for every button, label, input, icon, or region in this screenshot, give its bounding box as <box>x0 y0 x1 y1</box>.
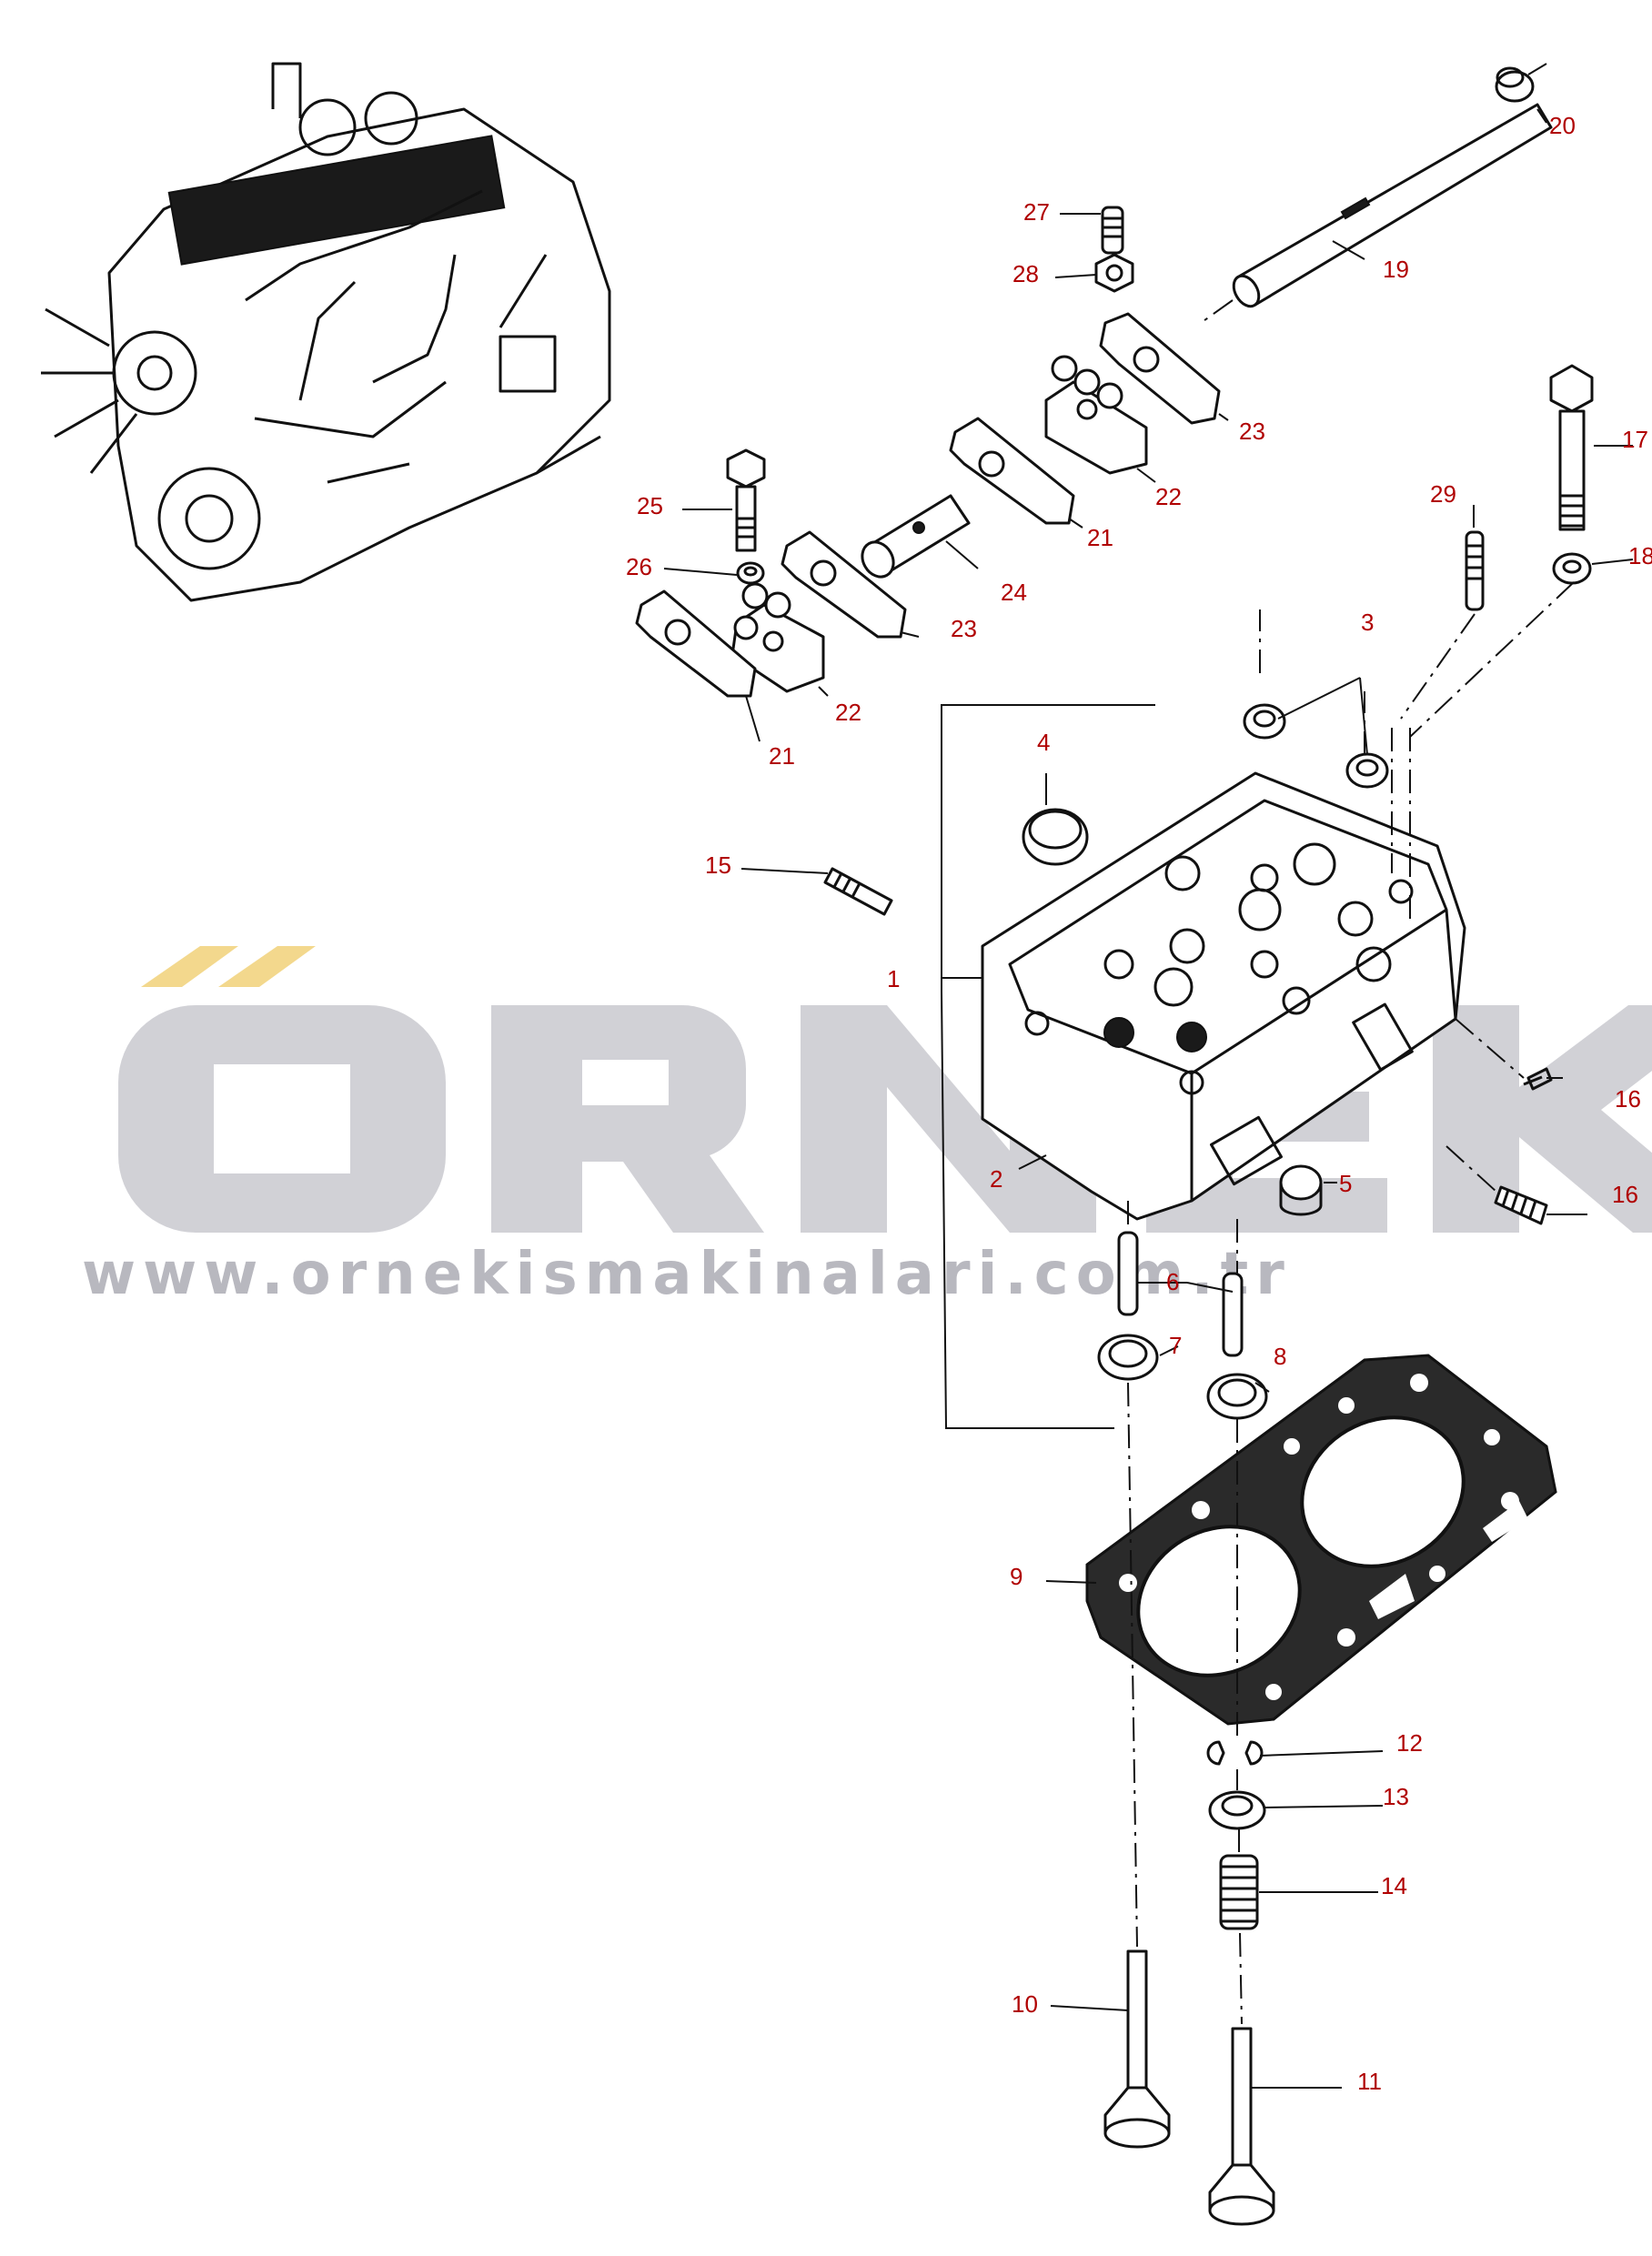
assembly-group-bracket <box>941 704 1155 1429</box>
cup-plug <box>1022 808 1089 866</box>
callout-1: 1 <box>887 965 900 992</box>
engine-thumbnail-illustration <box>41 62 611 602</box>
callout-28: 28 <box>1012 260 1039 287</box>
callout-14: 14 <box>1381 1872 1407 1899</box>
rocker-arm-upper-left <box>949 417 1075 525</box>
assembly-axis-lines <box>1127 728 1411 2025</box>
callout-19: 19 <box>1383 256 1409 283</box>
watermark: www.ornekismakinalari.com.tr <box>82 946 1652 1308</box>
exhaust-valve <box>1208 2027 1275 2226</box>
callout-16a: 16 <box>1615 1085 1641 1113</box>
exhaust-stud <box>823 867 893 916</box>
callout-12: 12 <box>1396 1729 1423 1757</box>
valve-guide-b <box>1222 1272 1244 1357</box>
rocker-bracket-upper <box>1044 355 1148 475</box>
valve-seat-insert-b <box>1206 1373 1268 1420</box>
cylinder-head <box>981 771 1466 1221</box>
callout-21b: 21 <box>769 742 795 770</box>
callout-18: 18 <box>1628 542 1652 569</box>
threaded-stud <box>1494 1185 1548 1225</box>
intake-valve <box>1103 1949 1171 2149</box>
spring-retainer <box>1208 1790 1266 1830</box>
cylinder-head-gasket <box>1085 1354 1557 1726</box>
callout-13: 13 <box>1383 1783 1409 1810</box>
valve-seal-ring-a <box>1243 703 1286 740</box>
shaft-plug <box>1495 66 1535 103</box>
callout-8: 8 <box>1274 1343 1286 1370</box>
valve-seal-ring-b <box>1345 752 1389 789</box>
callout-23a: 23 <box>1239 418 1265 445</box>
callout-22a: 22 <box>1155 483 1182 510</box>
callout-3: 3 <box>1361 609 1374 636</box>
callout-10: 10 <box>1012 1990 1038 2018</box>
lock-nut <box>1094 253 1134 293</box>
watermark-url: www.ornekismakinalari.com.tr <box>82 1241 1292 1308</box>
valve-seat-insert-a <box>1097 1334 1159 1381</box>
callout-15: 15 <box>705 851 731 879</box>
valve-keepers <box>1206 1740 1264 1766</box>
callout-20: 20 <box>1549 112 1576 139</box>
watermark-logo <box>118 946 1652 1233</box>
rocker-shaft <box>1232 103 1553 308</box>
callout-26: 26 <box>626 553 652 580</box>
callout-25: 25 <box>637 492 663 519</box>
callout-16b: 16 <box>1612 1181 1638 1208</box>
stud <box>1465 530 1485 611</box>
rocker-arm-lower-left <box>635 589 757 698</box>
callout-23b: 23 <box>951 615 977 642</box>
callout-6: 6 <box>1166 1268 1179 1295</box>
bolt-washer <box>736 561 765 585</box>
cylinder-head-bolt <box>1549 364 1594 531</box>
valve-guide-a <box>1117 1231 1139 1316</box>
callout-labels: 1 2 3 4 5 6 7 8 9 10 11 12 13 14 15 16 1… <box>626 112 1652 2095</box>
adjusting-screw <box>1101 206 1124 255</box>
callout-5: 5 <box>1339 1170 1352 1197</box>
callout-7: 7 <box>1169 1332 1182 1359</box>
head-plug <box>1279 1164 1323 1216</box>
head-bolt-washer <box>1552 552 1592 585</box>
callout-11: 11 <box>1357 2068 1382 2095</box>
callout-24: 24 <box>1001 579 1027 606</box>
callout-29: 29 <box>1430 480 1456 508</box>
callout-17: 17 <box>1622 426 1648 453</box>
callout-4: 4 <box>1037 729 1050 756</box>
spring-clip <box>1523 1067 1553 1091</box>
rocker-arm-upper-right <box>1099 312 1221 425</box>
rocker-shaft-spacer <box>861 494 971 579</box>
valve-spring <box>1219 1854 1259 1930</box>
callout-2: 2 <box>990 1165 1002 1193</box>
bracket-bolt <box>726 448 766 552</box>
callout-21a: 21 <box>1087 524 1113 551</box>
leader-lines <box>663 108 1634 2089</box>
callout-9: 9 <box>1010 1563 1022 1590</box>
callout-22b: 22 <box>835 699 861 726</box>
rocker-arm-lower-right <box>781 530 907 639</box>
callout-27: 27 <box>1023 198 1050 226</box>
